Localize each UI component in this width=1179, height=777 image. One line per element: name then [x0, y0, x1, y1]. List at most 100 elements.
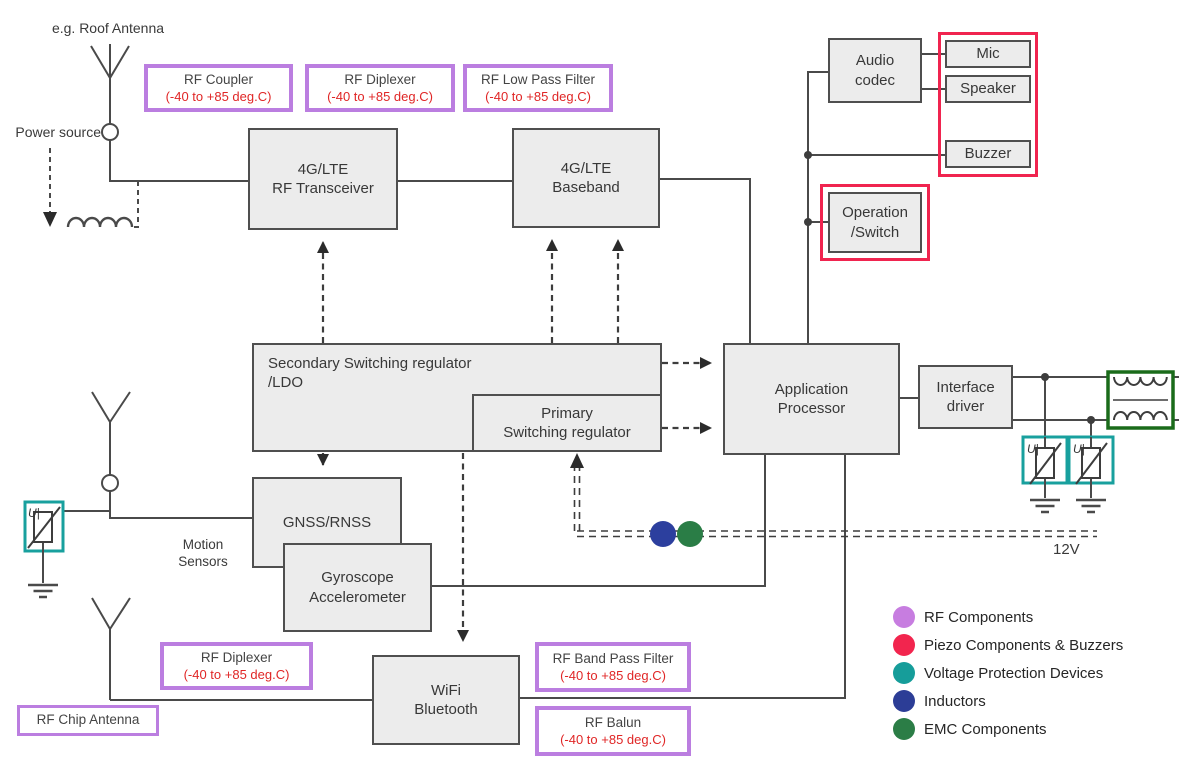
- temp-range: (-40 to +85 deg.C): [327, 88, 433, 104]
- rf-box-diplexer-bottom: RF Diplexer (-40 to +85 deg.C): [160, 642, 313, 690]
- label: GNSS/RNSS: [282, 513, 372, 531]
- legend-label: Inductors: [924, 692, 986, 710]
- motion-sensors-label: Motion Sensors: [178, 537, 228, 569]
- legend-item-inductors: Inductors: [893, 690, 1123, 712]
- legend-item-rf: RF Components: [893, 606, 1123, 628]
- gnss-antenna-node-icon: [101, 474, 119, 492]
- label: /Switch: [850, 223, 900, 241]
- wire-codec-to-mic-speaker: [922, 53, 945, 90]
- power-node-icon: [101, 123, 119, 141]
- ground-icon: [1030, 498, 1060, 514]
- rf-box-low-pass-filter: RF Low Pass Filter (-40 to +85 deg.C): [463, 64, 613, 112]
- label: Gyroscope: [321, 569, 394, 587]
- label: Application: [774, 380, 849, 398]
- label: Speaker: [960, 80, 1016, 98]
- block-audio-codec: Audio codec: [828, 38, 922, 103]
- block-operation-switch: Operation /Switch: [828, 192, 922, 253]
- emc-transformer-icon: [1106, 370, 1175, 430]
- wire-antenna-to-transceiver: [109, 140, 248, 182]
- operation-switch-border: [820, 184, 930, 261]
- junction-dots: [804, 151, 1095, 424]
- wire-gyro-to-app: [432, 455, 766, 587]
- label: Secondary Switching regulator: [268, 355, 472, 372]
- label: Processor: [777, 400, 846, 417]
- label: RF Diplexer: [200, 649, 273, 665]
- label: Baseband: [552, 179, 620, 196]
- piezo-group-border: [938, 32, 1038, 177]
- legend-label: Voltage Protection Devices: [924, 664, 1104, 682]
- label: Switching regulator: [503, 424, 631, 441]
- temp-range: (-40 to +85 deg.C): [560, 731, 666, 747]
- ground-icon: [28, 583, 58, 599]
- power-source-arrow-icon: [43, 148, 57, 227]
- legend-dot-rf-components: [893, 606, 915, 628]
- roof-antenna-label: e.g. Roof Antenna: [51, 20, 165, 36]
- label: driver: [946, 398, 985, 415]
- label: RF Transceiver: [272, 180, 374, 197]
- temp-range: (-40 to +85 deg.C): [165, 88, 272, 104]
- varistor-right-1-icon: U|: [1021, 435, 1069, 514]
- legend-item-emc: EMC Components: [893, 718, 1123, 740]
- label: Bluetooth: [414, 701, 478, 718]
- inductor-coil-icon: [66, 216, 134, 228]
- rf-box-chip-antenna: RF Chip Antenna: [17, 705, 159, 736]
- power-rail-arrows: [317, 239, 712, 642]
- block-mic: Mic: [945, 40, 1031, 68]
- wire-antenna-to-gnss: [109, 491, 252, 519]
- legend-dot-piezo-components: [893, 634, 915, 656]
- legend-item-piezo: Piezo Components & Buzzers: [893, 634, 1123, 656]
- label: Buzzer: [964, 145, 1012, 163]
- temp-range: (-40 to +85 deg.C): [560, 667, 666, 683]
- ground-icon: [1076, 498, 1106, 514]
- block-gyro-accelerometer: Gyroscope Accelerometer: [283, 543, 432, 632]
- rf-box-diplexer-top: RF Diplexer (-40 to +85 deg.C): [305, 64, 455, 112]
- label: RF Low Pass Filter: [480, 71, 596, 87]
- wire-codec-to-app: [807, 71, 828, 343]
- block-application-processor: Application Processor: [723, 343, 900, 455]
- varistor-right-2-icon: U|: [1067, 435, 1115, 514]
- label: RF Chip Antenna: [36, 712, 140, 728]
- arrow-12v-to-primary-reg: [570, 453, 584, 468]
- wire-coil-tap-dashed: [132, 181, 139, 228]
- emc-component-dot: [677, 521, 703, 547]
- wire-baseband-to-app: [660, 178, 751, 343]
- svg-text:U|: U|: [28, 506, 40, 520]
- legend-dot-voltage-protection: [893, 662, 915, 684]
- label: 4G/LTE: [560, 159, 612, 177]
- supply-12v-label: 12V: [1053, 541, 1080, 558]
- wifi-antenna-icon: [91, 597, 372, 701]
- label: /LDO: [268, 374, 304, 392]
- svg-text:U|: U|: [1027, 442, 1039, 456]
- label: Accelerometer: [309, 588, 406, 606]
- rf-box-coupler: RF Coupler (-40 to +85 deg.C): [144, 64, 293, 112]
- label: RF Band Pass Filter: [552, 650, 674, 666]
- legend-item-voltage: Voltage Protection Devices: [893, 662, 1123, 684]
- label: Operation: [842, 204, 908, 222]
- rf-box-band-pass-filter: RF Band Pass Filter (-40 to +85 deg.C): [535, 642, 691, 692]
- label: Interface: [936, 378, 995, 396]
- block-rf-transceiver: 4G/LTE RF Transceiver: [248, 128, 398, 230]
- inductor-component-dot: [650, 521, 676, 547]
- legend-dot-emc-components: [893, 718, 915, 740]
- svg-text:U|: U|: [1073, 442, 1085, 456]
- wire-interface-output: [1013, 376, 1179, 421]
- roof-antenna-icon: [90, 44, 130, 124]
- label: Mic: [976, 45, 1000, 63]
- rf-box-balun: RF Balun (-40 to +85 deg.C): [535, 706, 691, 756]
- label: 4G/LTE: [297, 160, 349, 178]
- block-primary-regulator: Primary Switching regulator: [472, 394, 662, 452]
- varistor-left-icon: U|: [23, 500, 65, 599]
- block-baseband: 4G/LTE Baseband: [512, 128, 660, 228]
- gnss-antenna-icon: [91, 391, 131, 475]
- block-wifi-bluetooth: WiFi Bluetooth: [372, 655, 520, 745]
- label: WiFi: [431, 681, 461, 699]
- legend: RF Components Piezo Components & Buzzers…: [893, 606, 1123, 740]
- label: RF Balun: [584, 714, 642, 730]
- label: Audio: [855, 52, 895, 70]
- temp-range: (-40 to +85 deg.C): [485, 88, 591, 104]
- block-speaker: Speaker: [945, 75, 1031, 103]
- label: RF Coupler: [183, 71, 254, 87]
- block-buzzer: Buzzer: [945, 140, 1031, 168]
